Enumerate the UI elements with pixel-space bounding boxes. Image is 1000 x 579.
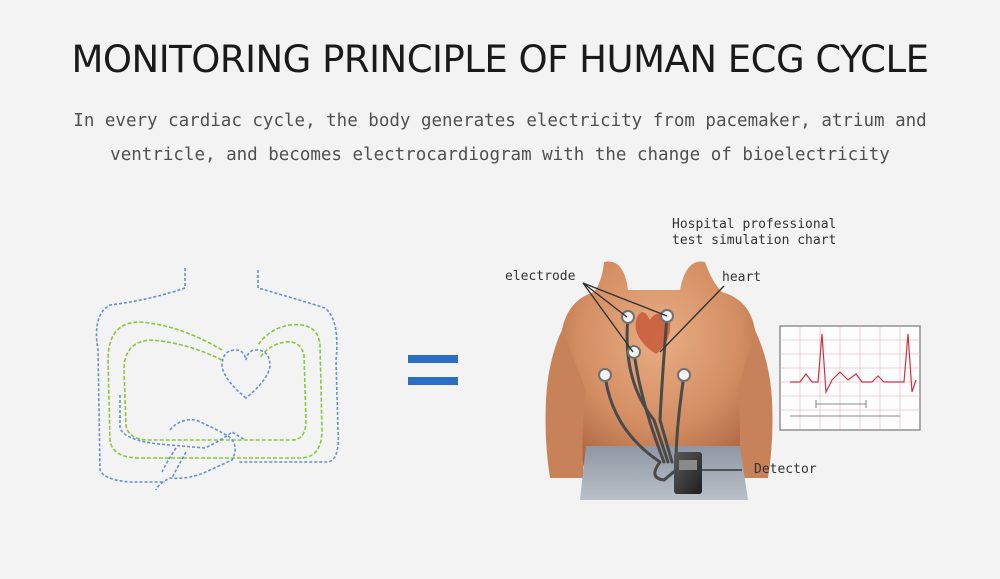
detector-screen xyxy=(679,460,697,470)
current-path-inner xyxy=(123,339,307,441)
sketch-hand xyxy=(155,418,236,491)
heart-icon xyxy=(221,349,271,400)
pants xyxy=(580,446,748,500)
page-subtitle: In every cardiac cycle, the body generat… xyxy=(30,104,970,172)
subtitle-line-1: In every cardiac cycle, the body generat… xyxy=(73,111,927,131)
right-arm xyxy=(738,330,773,478)
lead-cable xyxy=(653,461,677,482)
callout-lines xyxy=(582,282,742,471)
ecg-chart xyxy=(779,325,921,431)
detector-device xyxy=(674,452,702,494)
chart-caption-line-1: Hospital professional xyxy=(672,217,837,232)
equals-sign xyxy=(408,355,458,385)
ecg-trace xyxy=(790,333,917,395)
chart-caption: Hospital professional test simulation ch… xyxy=(672,217,836,249)
sketch-arm-upper xyxy=(119,395,246,449)
current-path-outer xyxy=(107,321,323,459)
subtitle-line-2: ventricle, and becomes electrocardiogram… xyxy=(110,145,890,165)
ecg-interval-marks xyxy=(790,400,900,417)
label-heart: heart xyxy=(722,270,762,285)
left-arm xyxy=(545,330,586,478)
label-electrode: electrode xyxy=(505,269,576,284)
torso-figure xyxy=(545,261,773,500)
sketch-figure xyxy=(95,268,340,491)
sketch-body-outline xyxy=(95,268,340,483)
chart-caption-line-2: test simulation chart xyxy=(672,233,837,248)
page-title: MONITORING PRINCIPLE OF HUMAN ECG CYCLE xyxy=(71,38,930,81)
heart-organ xyxy=(635,312,671,354)
label-detector: Detector xyxy=(754,462,817,477)
torso-body xyxy=(561,261,757,478)
